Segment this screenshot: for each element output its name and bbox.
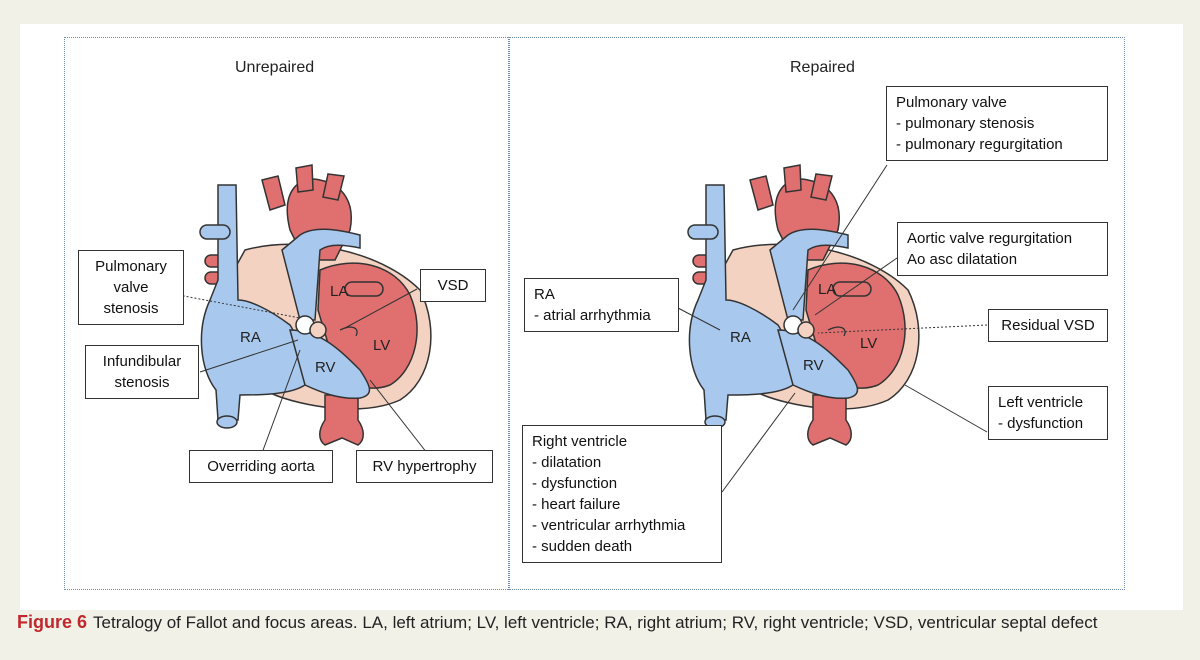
- label-ra-arrhythmia: RA - atrial arrhythmia: [524, 278, 679, 332]
- label-la-left: LA: [330, 283, 348, 300]
- label-lv-left: LV: [373, 337, 390, 354]
- panel-repaired: [508, 37, 1125, 590]
- label-rv-right: RV: [803, 357, 824, 374]
- label-pulmonary-valve-stenosis: Pulmonary valve stenosis: [78, 250, 184, 325]
- panel-title-unrepaired: Unrepaired: [235, 59, 315, 76]
- label-pulmonary-valve: Pulmonary valve - pulmonary stenosis - p…: [886, 86, 1108, 161]
- panel-title-repaired: Repaired: [790, 59, 855, 76]
- label-residual-vsd: Residual VSD: [988, 309, 1108, 342]
- label-la-right: LA: [818, 281, 836, 298]
- label-vsd: VSD: [420, 269, 486, 302]
- heart-unrepaired: [199, 164, 432, 446]
- label-ra-left: RA: [240, 329, 261, 346]
- label-right-ventricle: Right ventricle - dilatation - dysfuncti…: [522, 425, 722, 563]
- label-ra-right: RA: [730, 329, 751, 346]
- label-aortic-valve: Aortic valve regurgitation Ao asc dilata…: [897, 222, 1108, 276]
- label-overriding-aorta: Overriding aorta: [189, 450, 333, 483]
- figure-number: Figure 6: [17, 612, 88, 632]
- caption-text: Tetralogy of Fallot and focus areas. LA,…: [93, 613, 1098, 632]
- label-left-ventricle: Left ventricle - dysfunction: [988, 386, 1108, 440]
- label-rv-hypertrophy: RV hypertrophy: [356, 450, 493, 483]
- heart-repaired: [687, 164, 920, 446]
- label-lv-right: LV: [860, 335, 877, 352]
- label-infundibular-stenosis: Infundibular stenosis: [85, 345, 199, 399]
- panel-unrepaired: [64, 37, 510, 590]
- figure-caption: Figure 6 Tetralogy of Fallot and focus ar…: [17, 612, 1097, 633]
- label-rv-left: RV: [315, 359, 336, 376]
